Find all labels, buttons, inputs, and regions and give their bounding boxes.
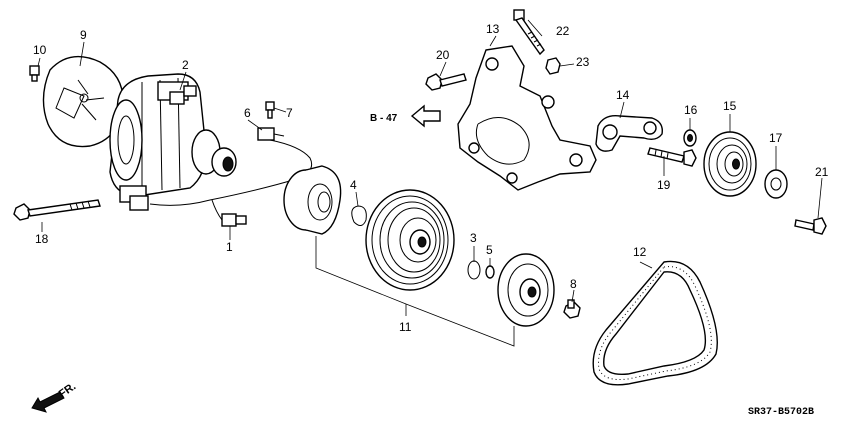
callout-8: 8 <box>570 277 577 291</box>
callout-6: 6 <box>244 106 251 120</box>
part-10-bolt <box>29 65 40 82</box>
callout-21: 21 <box>815 165 829 179</box>
callout-16: 16 <box>684 103 698 117</box>
callout-3: 3 <box>470 231 477 245</box>
part-16-collar <box>683 129 697 147</box>
part-14-tensioner-arm <box>595 115 663 152</box>
part-11-field-coil <box>283 165 342 235</box>
part-4-snap-ring <box>351 205 367 226</box>
callout-11: 11 <box>399 320 412 334</box>
b47-reference-arrow <box>410 104 441 128</box>
callout-19: 19 <box>657 178 671 192</box>
leader-lines <box>37 19 823 303</box>
part-6-harness-clip <box>257 127 285 141</box>
part-23-nut <box>545 57 561 75</box>
part-13-bracket <box>457 45 597 191</box>
callout-15: 15 <box>723 99 737 113</box>
callout-5: 5 <box>486 243 493 257</box>
callout-22: 22 <box>556 24 570 38</box>
callout-18: 18 <box>35 232 49 246</box>
diagram-code: SR37-B5702B <box>748 407 814 418</box>
part-2-compressor <box>109 73 237 211</box>
part-1-connector <box>221 213 247 227</box>
part-11-pulley <box>365 189 455 291</box>
callout-13: 13 <box>486 22 500 36</box>
part-12-drive-belt <box>592 260 718 386</box>
part-5-nut <box>485 265 495 279</box>
reference-label: B - 47 <box>370 113 398 124</box>
part-11-armature-plate <box>497 253 555 327</box>
callout-23: 23 <box>576 55 590 69</box>
callout-10: 10 <box>33 43 47 57</box>
part-8-bolt <box>563 299 581 319</box>
callout-20: 20 <box>436 48 450 62</box>
part-21-bolt <box>794 217 827 235</box>
callout-14: 14 <box>616 88 630 102</box>
part-20-bolt <box>425 73 467 91</box>
front-direction-arrow <box>31 391 65 413</box>
part-22-bolt <box>513 9 545 56</box>
part-18-long-bolt <box>13 199 101 221</box>
callout-1: 1 <box>226 240 233 254</box>
callout-7: 7 <box>286 106 293 120</box>
callout-9: 9 <box>80 28 87 42</box>
callout-4: 4 <box>350 178 357 192</box>
part-19-adjuster-bolt <box>647 147 697 167</box>
part-17-washer <box>764 169 788 199</box>
part-3-shim <box>467 260 481 280</box>
part-7-screw <box>265 101 275 119</box>
part-15-idler-pulley <box>703 131 757 197</box>
callout-2: 2 <box>182 58 189 72</box>
part-11-group-lines <box>315 236 515 347</box>
callout-17: 17 <box>769 131 783 145</box>
callout-12: 12 <box>633 245 647 259</box>
